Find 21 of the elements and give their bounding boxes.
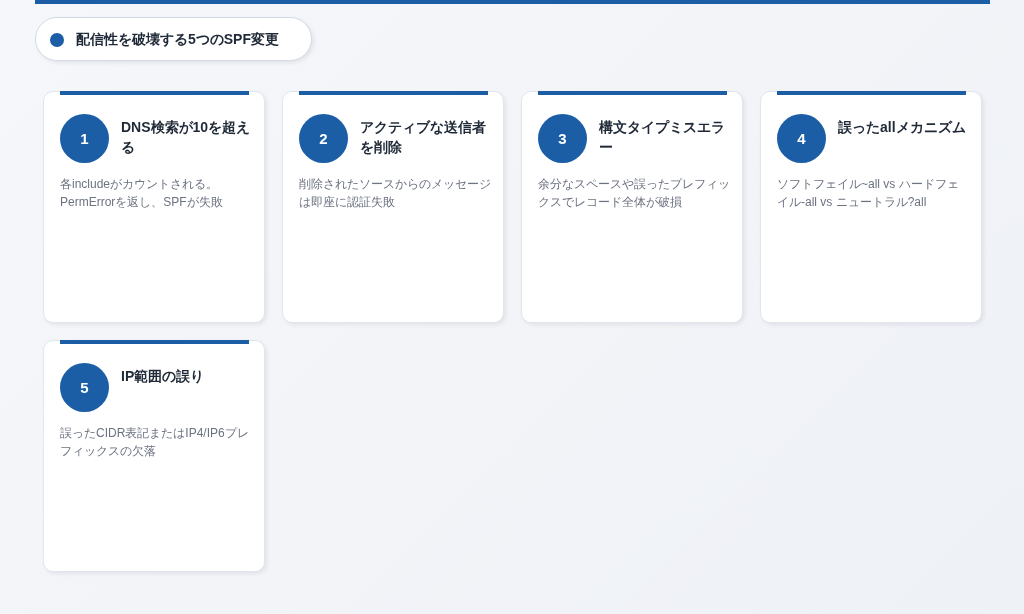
card: [43, 91, 265, 323]
card: [521, 91, 743, 323]
number-circle: 3: [538, 114, 587, 163]
card-heading: 誤ったallメカニズム: [838, 118, 967, 137]
card: [760, 91, 982, 323]
card: [43, 340, 265, 572]
card: [282, 91, 504, 323]
number-circle: 1: [60, 114, 109, 163]
card-description: 各includeがカウントされる。PermErrorを返し、SPFが失敗: [60, 176, 224, 211]
card-description: 削除されたソースからのメッセージは即座に認証失敗: [299, 176, 491, 211]
number-circle: 4: [777, 114, 826, 163]
card-description: 余分なスペースや誤ったプレフィックスでレコード全体が破損: [538, 176, 730, 211]
number-circle: 5: [60, 363, 109, 412]
card-heading: IP範囲の誤り: [121, 367, 206, 386]
card-heading: アクティブな送信者を削除: [360, 118, 487, 157]
card-heading: DNS検索が10を超える: [121, 118, 251, 157]
card-description: ソフトフェイル~all vs ハードフェイル-all vs ニュートラル?all: [777, 176, 960, 211]
card-heading: 構文タイプミスエラー: [599, 118, 726, 157]
title: 配信性を破壊する5つのSPF変更: [76, 30, 279, 48]
card-description: 誤ったCIDR表記またはIP4/IP6プレフィックスの欠落: [60, 425, 250, 460]
number-circle: 2: [299, 114, 348, 163]
